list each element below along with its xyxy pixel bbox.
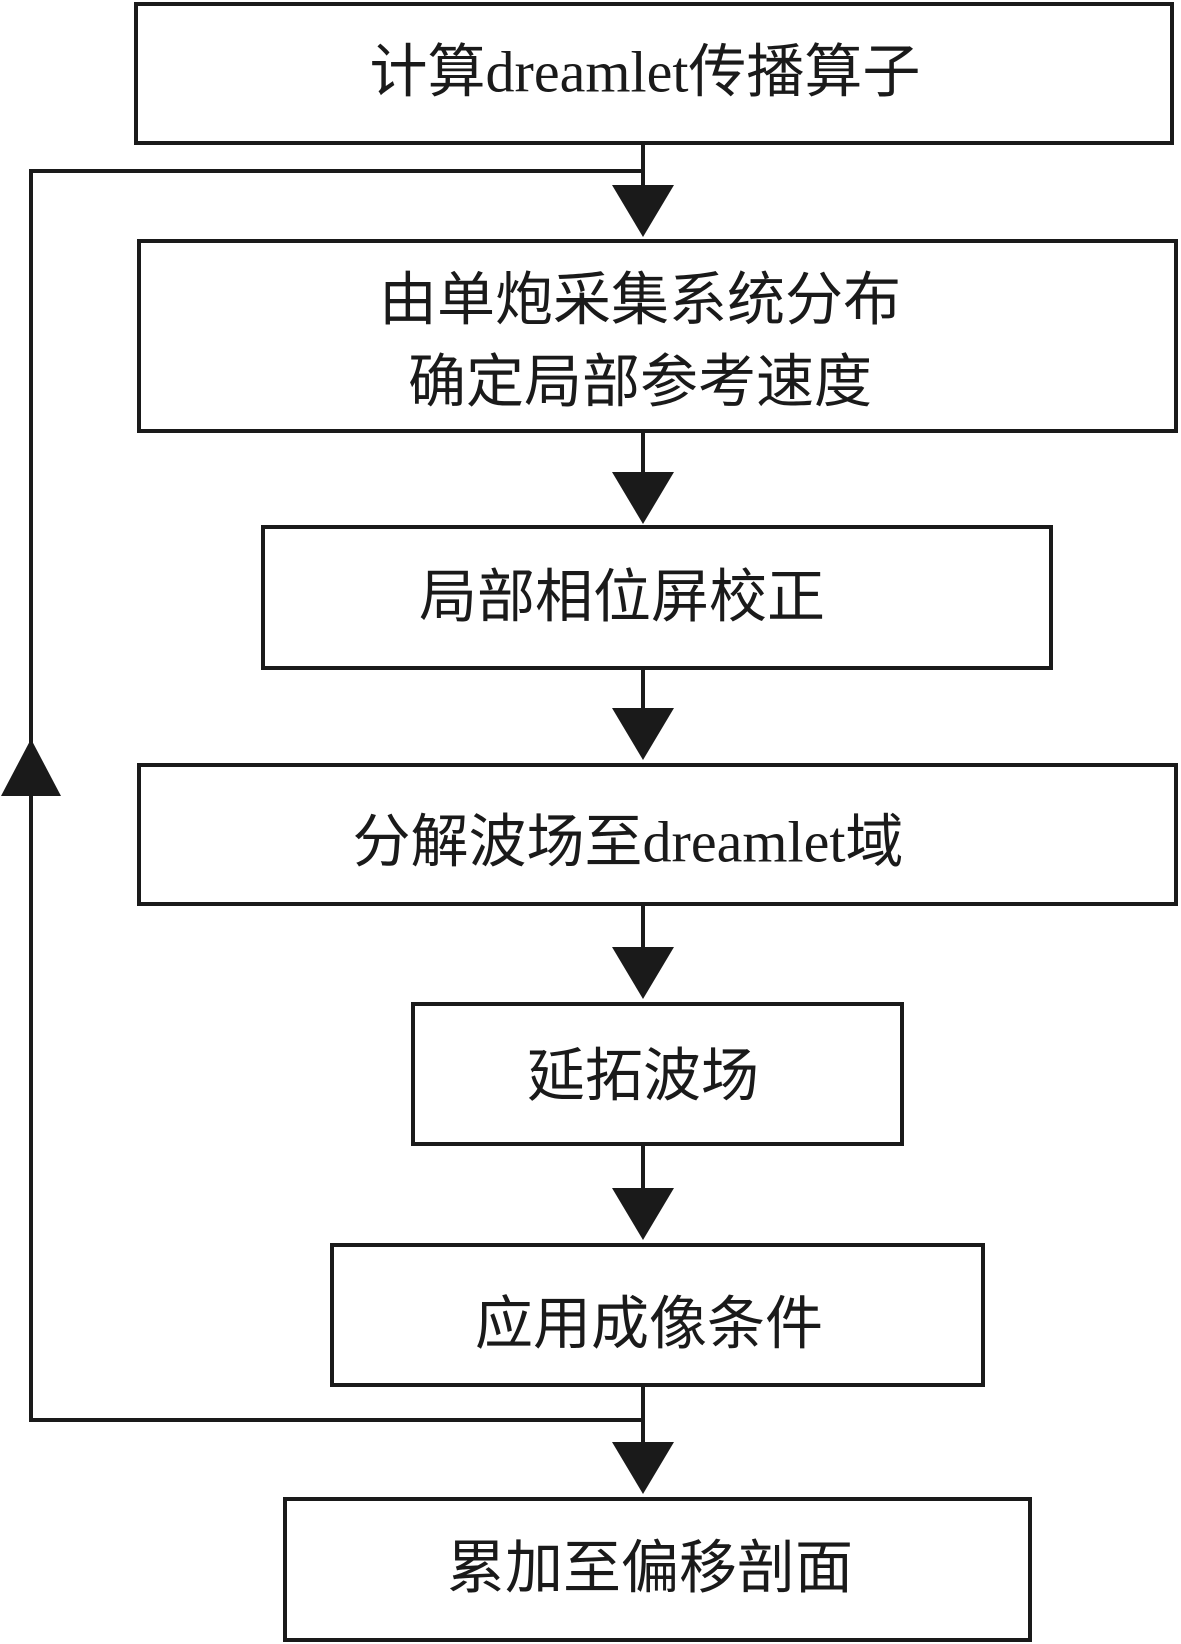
phase-screen-correction-label: 局部相位屏校正 — [419, 565, 825, 630]
arrowhead-6-7 — [612, 1442, 674, 1494]
stack-migration-section-box — [283, 1497, 1032, 1642]
arrowhead-3-4 — [612, 708, 674, 760]
reference-velocity-box — [137, 239, 1178, 433]
imaging-condition-box — [330, 1243, 985, 1387]
arrowhead-5-6 — [612, 1188, 674, 1240]
decompose-wavefield-label: 分解波场至dreamlet域 — [353, 810, 904, 875]
imaging-condition-label: 应用成像条件 — [475, 1292, 823, 1357]
decompose-wavefield-box — [137, 763, 1178, 906]
compute-operator-box — [134, 2, 1174, 145]
feedback-loop-arrowhead — [1, 739, 61, 796]
extrapolate-wavefield-label: 延拓波场 — [527, 1044, 759, 1109]
phase-screen-correction-box — [261, 525, 1053, 670]
compute-operator-label: 计算dreamlet传播算子 — [370, 40, 921, 105]
reference-velocity-label-line-2: 确定局部参考速度 — [408, 350, 872, 415]
arrowhead-4-5 — [612, 947, 674, 999]
arrowhead-1-2 — [612, 185, 674, 237]
reference-velocity-label-line-1: 由单炮采集系统分布 — [379, 268, 901, 333]
stack-migration-section-label: 累加至偏移剖面 — [447, 1536, 853, 1601]
extrapolate-wavefield-box — [411, 1002, 904, 1146]
arrowhead-2-3 — [612, 472, 674, 524]
